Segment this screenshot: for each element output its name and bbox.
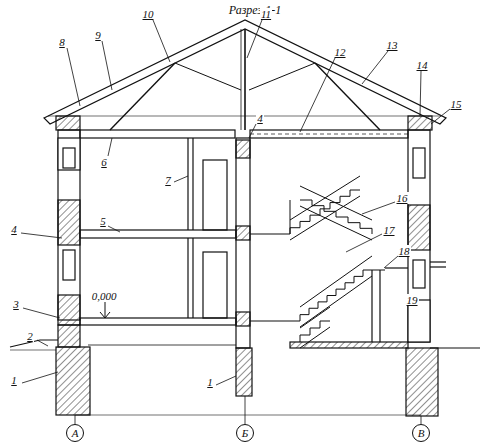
stair-flight — [300, 200, 372, 234]
stair-flight — [300, 256, 372, 307]
callout-number: 13 — [386, 39, 399, 51]
callout-number: 4 — [256, 112, 264, 124]
callout-number: 6 — [100, 156, 108, 168]
callout-number: 15 — [450, 98, 463, 110]
stair-flight — [290, 196, 360, 240]
callout-number: 12 — [334, 46, 347, 58]
stair-flight — [300, 276, 372, 327]
callout-number: 11 — [260, 8, 272, 20]
callout-number: 1 — [206, 376, 214, 388]
section-title: Разрез 1-1 — [229, 3, 281, 18]
stair-flight — [372, 270, 385, 271]
callout-number: 4 — [10, 223, 18, 235]
callout-number: 2 — [26, 330, 34, 342]
callout-number: 14 — [416, 59, 429, 71]
axis-letter: А — [72, 428, 79, 439]
elevation-mark: 0,000 — [91, 290, 118, 302]
callout-number: 5 — [99, 215, 107, 227]
stair-flight — [290, 190, 360, 234]
stair-flight — [300, 321, 330, 342]
callout-number: 3 — [12, 298, 20, 310]
callout-number: 8 — [58, 36, 66, 48]
callout-number: 16 — [396, 192, 409, 204]
stair-flight — [300, 270, 372, 321]
stair-flight — [290, 176, 360, 220]
callout-number: 18 — [398, 245, 411, 257]
stair-flight — [300, 307, 330, 328]
axis-letter: В — [418, 428, 425, 439]
callout-number: 1 — [10, 374, 18, 386]
callout-number: 19 — [406, 294, 419, 306]
stair-flight — [290, 200, 291, 234]
callout-number: 17 — [383, 224, 396, 236]
callout-number: 10 — [142, 8, 155, 20]
stair-flight — [300, 327, 330, 348]
callout-number: 9 — [94, 29, 102, 41]
axis-letter: Б — [242, 428, 249, 439]
callout-number: 7 — [164, 174, 172, 186]
axis-marker: А — [66, 424, 84, 442]
axis-marker: Б — [236, 424, 254, 442]
axis-marker: В — [412, 424, 430, 442]
